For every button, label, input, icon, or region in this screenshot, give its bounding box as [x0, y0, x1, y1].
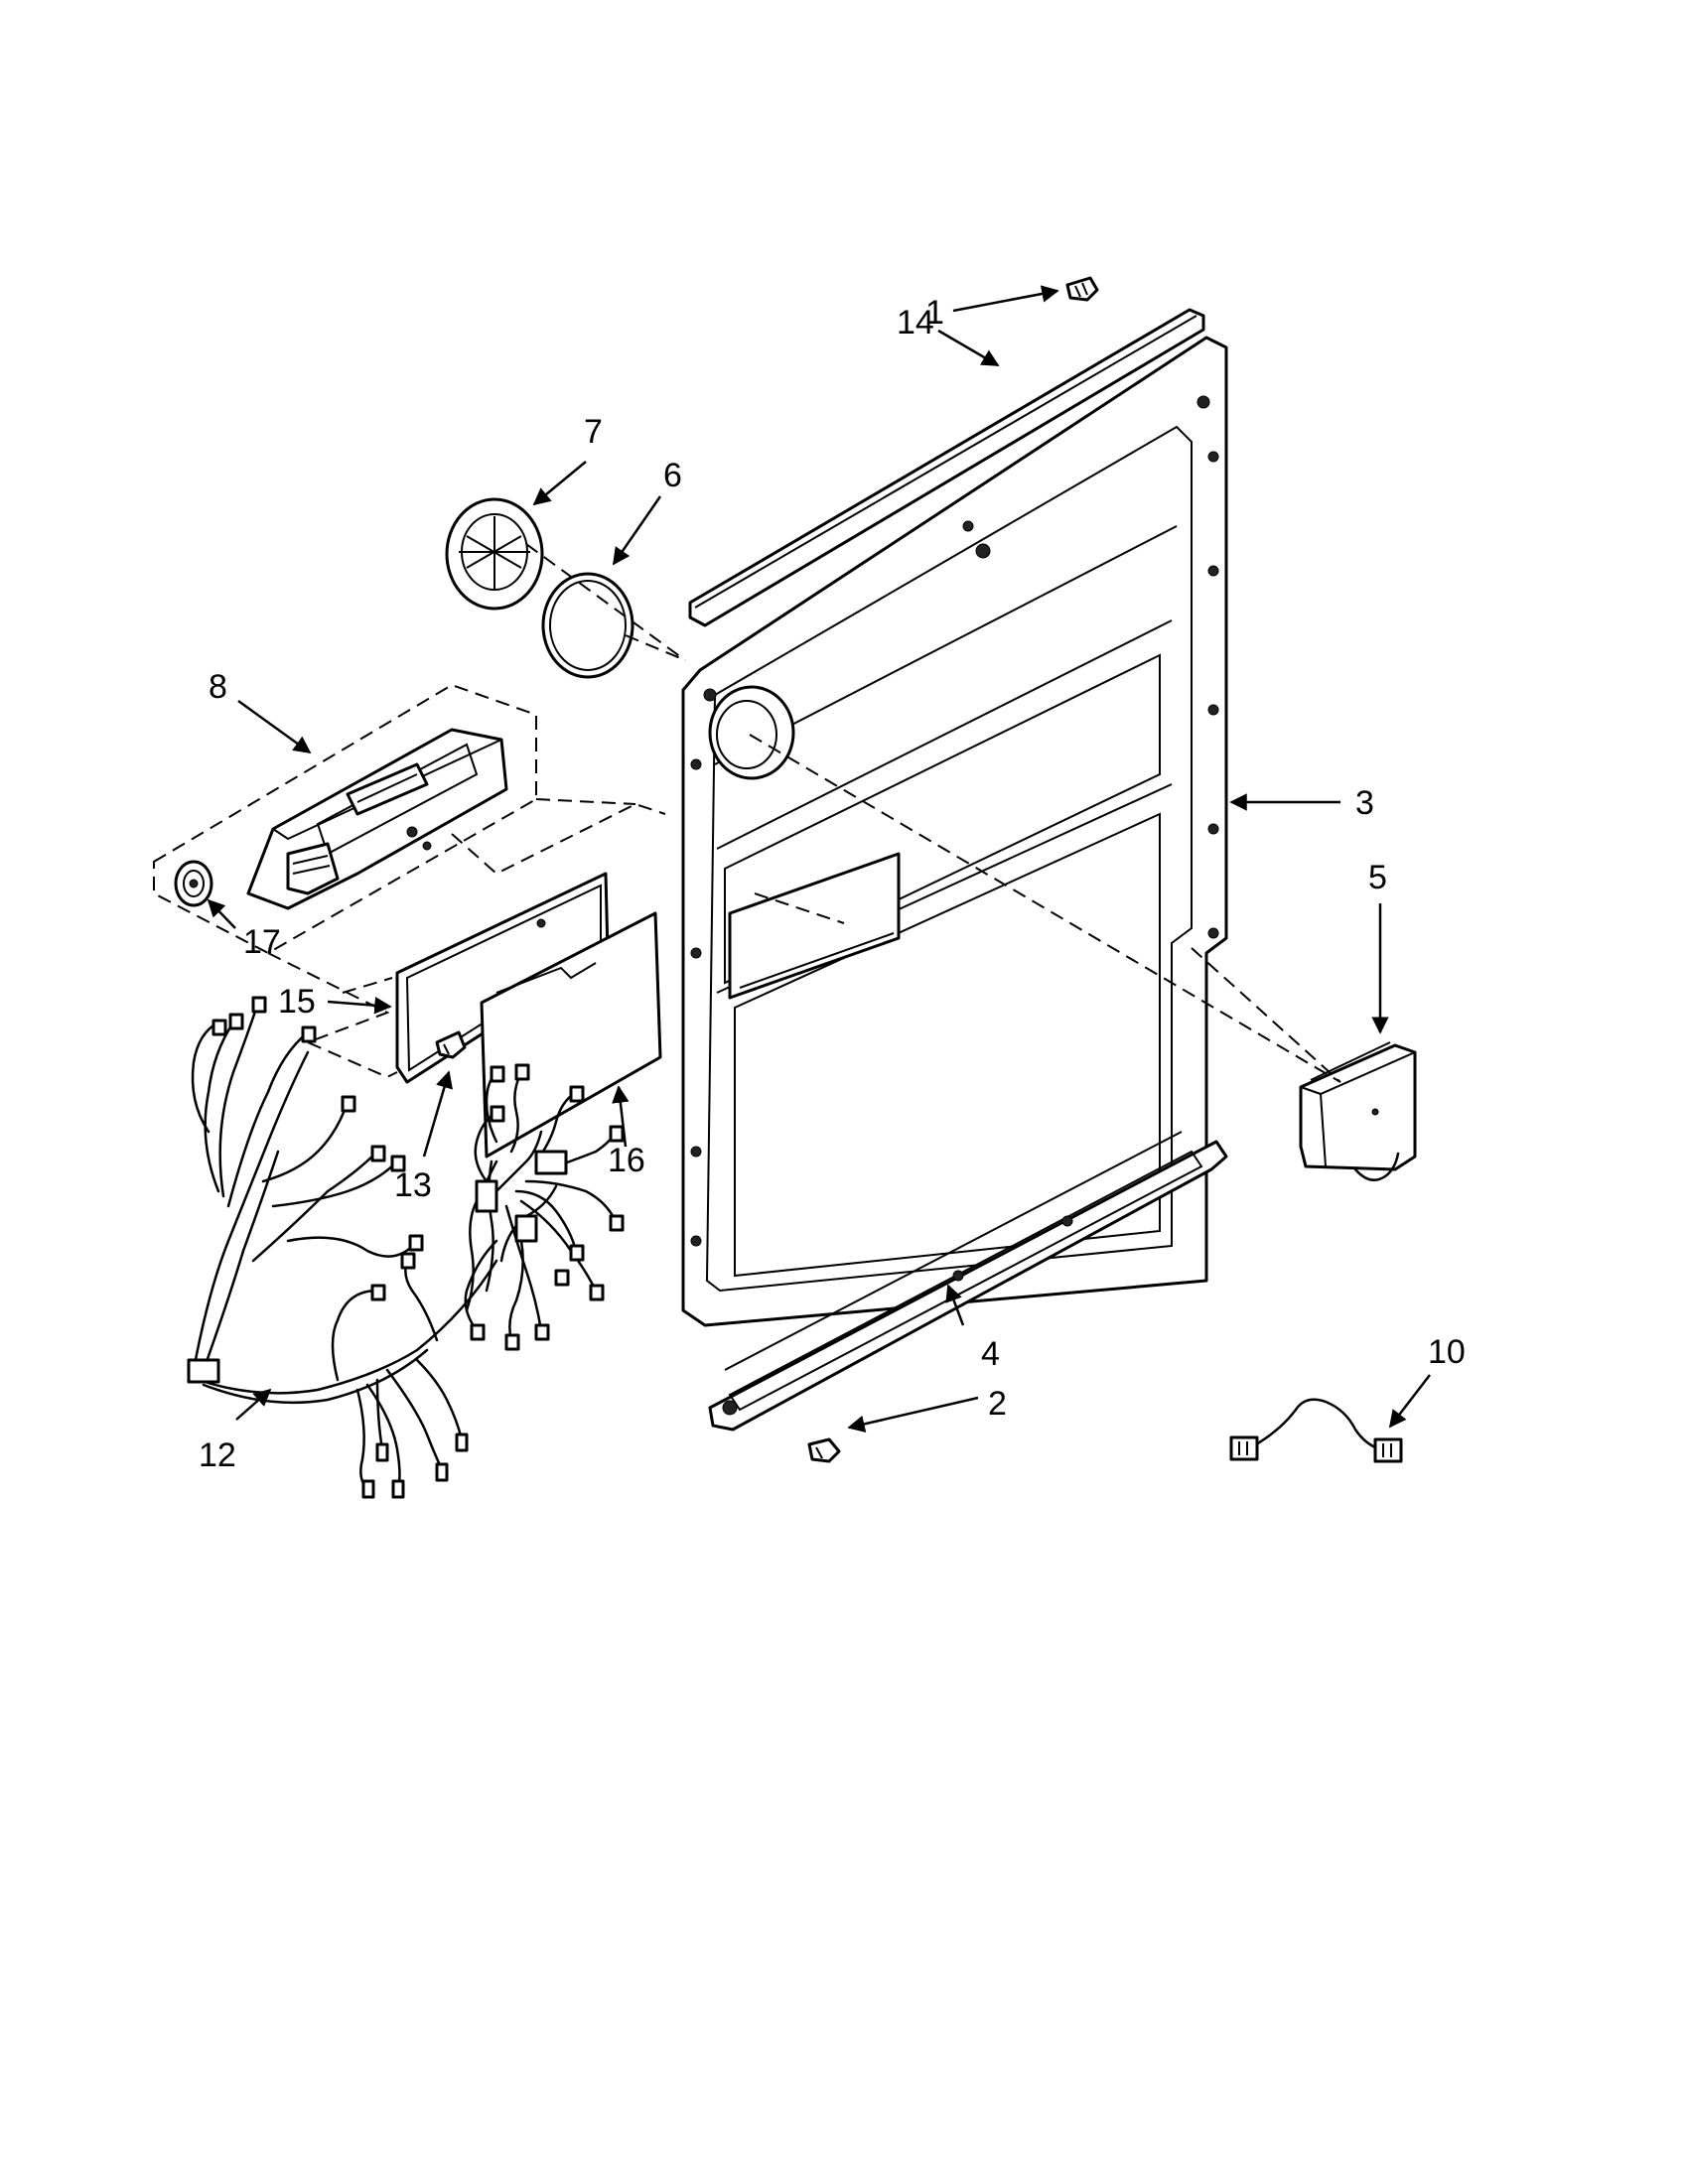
callout-5: 5 [1368, 859, 1387, 896]
screw-top[interactable] [1065, 276, 1099, 302]
connector-wire[interactable] [1229, 1398, 1403, 1463]
callout-12: 12 [199, 1436, 236, 1474]
leader-lines [207, 285, 1431, 1433]
callout-7: 7 [584, 413, 603, 451]
callout-2: 2 [988, 1385, 1007, 1423]
callout-labels: 1 14 7 6 8 3 5 17 15 13 16 4 2 10 12 [199, 294, 1466, 1474]
board-screw[interactable] [435, 1030, 467, 1059]
callout-10: 10 [1428, 1333, 1466, 1371]
wire-harness[interactable] [187, 996, 625, 1499]
callout-4: 4 [981, 1335, 1000, 1373]
callout-3: 3 [1355, 784, 1374, 822]
callout-14: 14 [897, 304, 934, 341]
callout-13: 13 [394, 1166, 432, 1204]
box-component[interactable] [1299, 1041, 1417, 1181]
callout-8: 8 [209, 668, 227, 706]
insulation-sheet[interactable] [480, 911, 662, 1159]
callout-16: 16 [608, 1142, 645, 1179]
callout-15: 15 [278, 983, 316, 1021]
callout-1: 1 [925, 294, 944, 332]
screw-bottom[interactable] [807, 1437, 841, 1463]
control-knob[interactable] [174, 860, 213, 907]
callout-17: 17 [243, 923, 281, 961]
inner-door-panel[interactable] [681, 336, 1228, 1327]
control-assembly[interactable] [153, 683, 537, 955]
callout-6: 6 [663, 457, 682, 494]
vent-cover[interactable] [445, 497, 544, 611]
top-trim-channel[interactable] [688, 308, 1205, 627]
bottom-channel[interactable] [708, 1131, 1228, 1432]
vent-gasket[interactable] [541, 572, 634, 679]
assembly-lines [267, 543, 1341, 1083]
